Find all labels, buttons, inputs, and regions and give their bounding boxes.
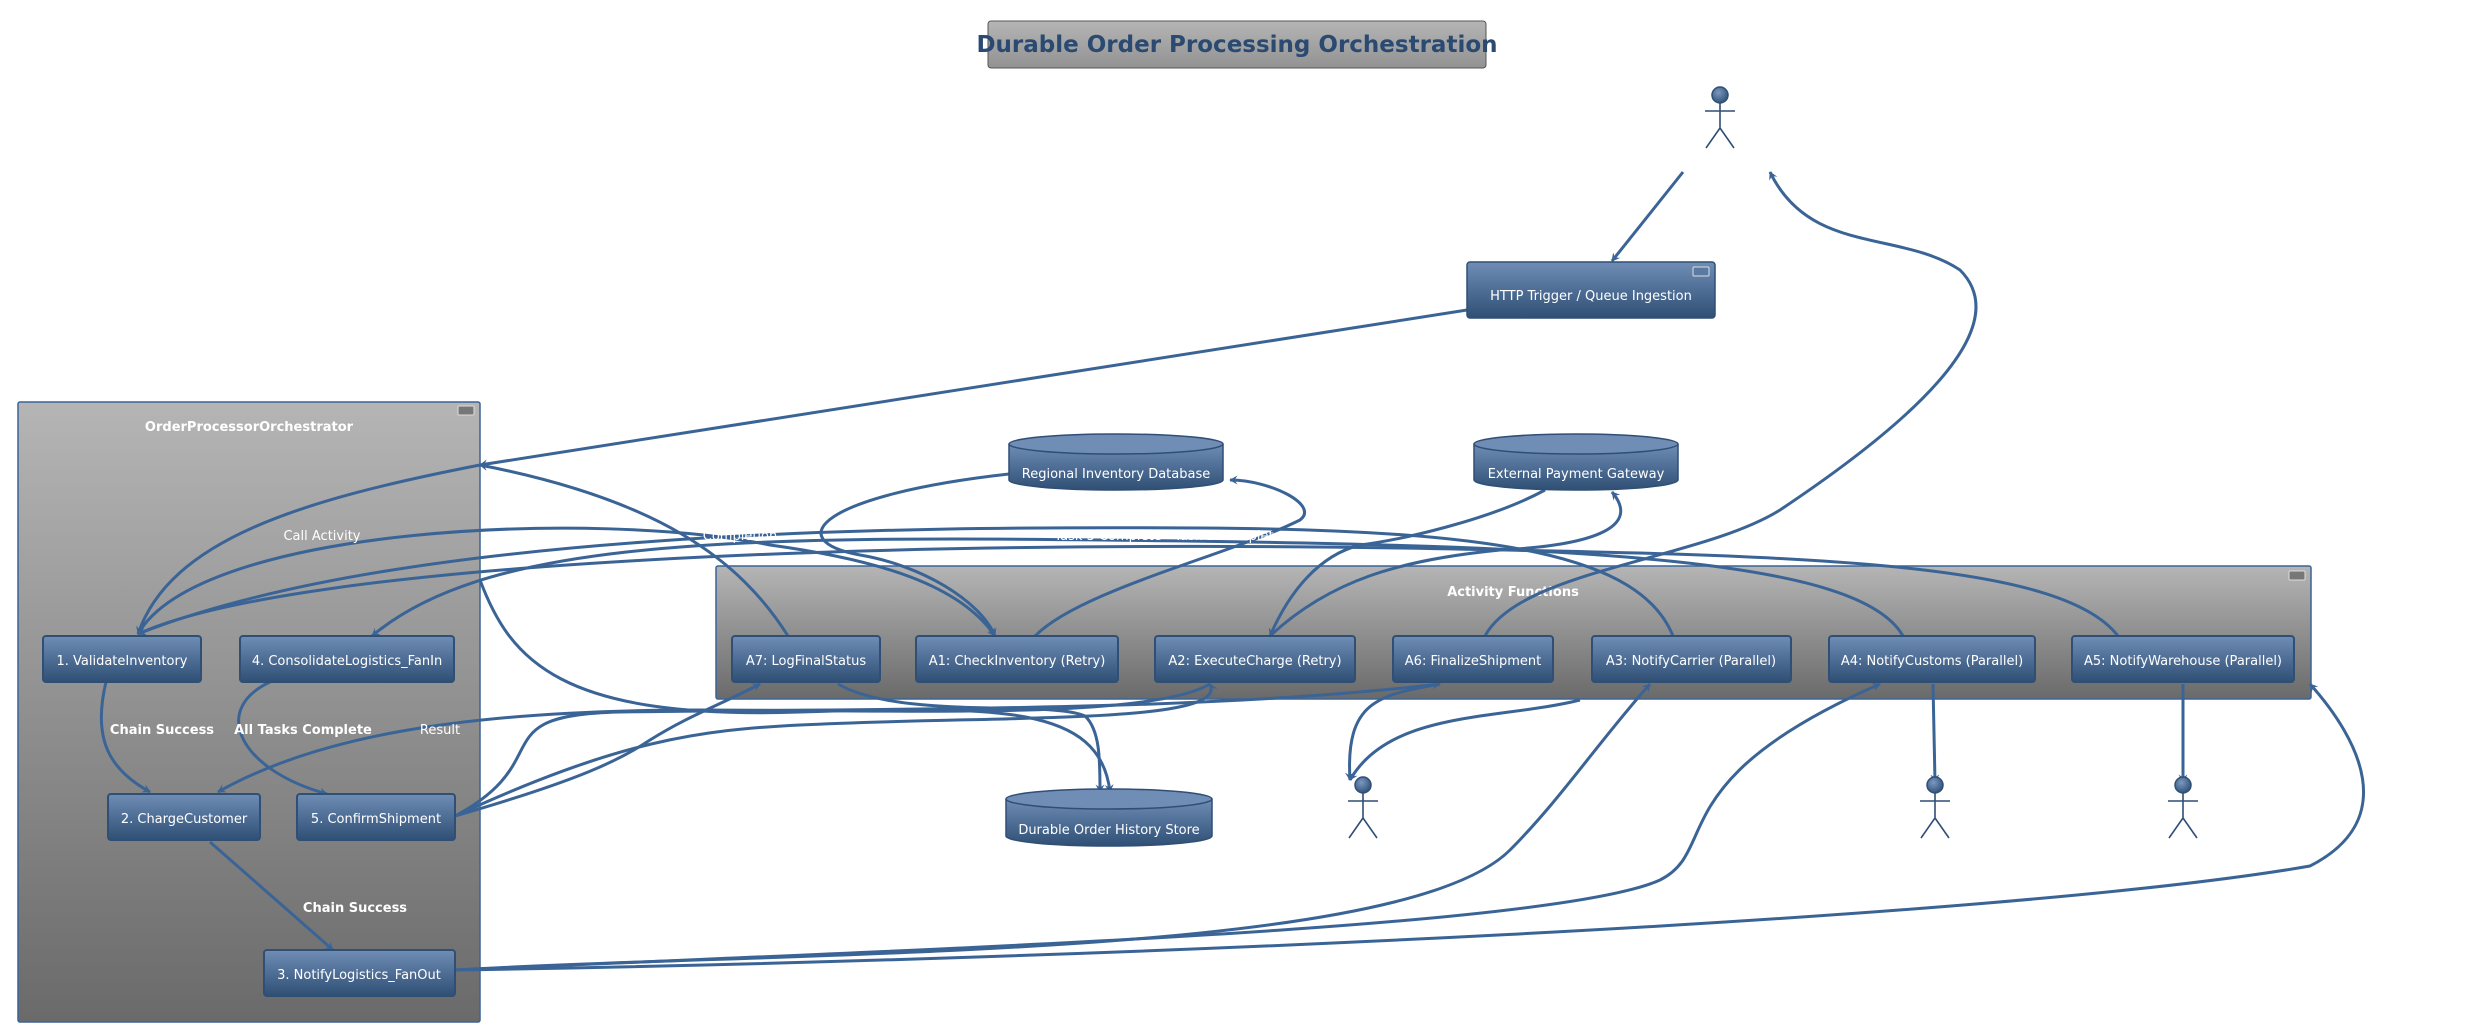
diagram-title-text: Durable Order Processing Orchestration [976,32,1497,58]
edge-label-chain-success-2: Chain Success [303,901,407,916]
edge-orchestrator-to-validate [136,463,481,635]
step-charge-customer: 2. ChargeCustomer [121,812,248,827]
step-notify-logistics: 3. NotifyLogistics_FanOut [277,968,441,983]
edge-a7-to-history [837,682,1105,793]
edge-label-result: Result [420,723,460,738]
component-icon [1692,266,1710,277]
edge-a3-to-carrier-actor [1348,698,1581,781]
edge-notify-to-a5 [454,683,2365,972]
edge-a1-to-inventory-db [1033,475,1306,638]
activity-a1: A1: CheckInventory (Retry) [915,635,1119,683]
activity-a3: A3: NotifyCarrier (Parallel) [1591,635,1792,683]
inventory-database: Regional Inventory Database [1008,433,1224,491]
edge-confirm-to-a7 [454,682,761,818]
edge-a6-to-actor [1483,171,1978,637]
actor-carrier [1348,776,1378,839]
activity-execute-charge: A2: ExecuteCharge (Retry) [1168,654,1341,669]
activity-a7: A7: LogFinalStatus [731,635,881,683]
edges [99,171,2365,972]
edge-label-task2: Task 2 Complete [1173,529,1281,544]
activity-notify-carrier: A3: NotifyCarrier (Parallel) [1606,654,1776,669]
edge-a3-to-validate [137,526,1675,637]
activity-finalize-shipment: A6: FinalizeShipment [1405,654,1541,669]
edge-validate-to-charge [99,681,151,794]
edge-label-call-activity: Call Activity [283,529,360,544]
orchestrator-step-4: 4. ConsolidateLogistics_FanIn [239,635,455,683]
activity-a6: A6: FinalizeShipment [1392,635,1554,683]
edge-a6-to-carrier-actor [1345,682,1441,781]
payment-gateway: External Payment Gateway [1473,433,1679,491]
activity-log-final-status: A7: LogFinalStatus [746,654,867,669]
step-consolidate-logistics: 4. ConsolidateLogistics_FanIn [252,654,442,669]
edge-a5-to-validate [137,544,2120,637]
edge-a4-to-actor [1930,683,1940,783]
trigger-node: HTTP Trigger / Queue Ingestion [1466,261,1716,319]
activity-check-inventory: A1: CheckInventory (Retry) [929,654,1106,669]
orchestrator-step-3: 3. NotifyLogistics_FanOut [263,949,456,997]
edge-label-completion: Completion [703,529,777,544]
edge-labels: Call Activity Completion Task 3 Complete… [110,529,1282,916]
actor-customer [1705,86,1735,149]
inventory-db-label: Regional Inventory Database [1022,467,1210,482]
orchestrator-step-1: 1. ValidateInventory [42,635,202,683]
edge-label-all-tasks-complete: All Tasks Complete [234,723,372,738]
edge-confirm-to-a6 [454,680,1441,818]
activity-notify-warehouse: A5: NotifyWarehouse (Parallel) [2084,654,2282,669]
orchestrator-group: OrderProcessorOrchestrator [17,401,481,1023]
edge-consolidate-to-confirm [237,680,328,797]
orchestrator-title: OrderProcessorOrchestrator [145,420,354,435]
component-icon [457,405,475,416]
edge-trigger-to-orchestrator [479,308,1468,469]
step-validate-inventory: 1. ValidateInventory [56,654,187,669]
activity-a2: A2: ExecuteCharge (Retry) [1154,635,1356,683]
edge-charge-to-notify [209,840,334,952]
orchestrator-step-5: 5. ConfirmShipment [296,793,456,841]
step-confirm-shipment: 5. ConfirmShipment [311,812,441,827]
edge-label-chain-success-1: Chain Success [110,723,214,738]
history-store: Durable Order History Store [1005,788,1213,847]
activities-title: Activity Functions [1447,585,1579,600]
history-store-label: Durable Order History Store [1018,823,1199,838]
edge-notify-to-a4 [454,682,1881,972]
trigger-label: HTTP Trigger / Queue Ingestion [1490,289,1692,304]
edge-confirm-to-a2 [454,683,1218,818]
activity-a4: A4: NotifyCustoms (Parallel) [1828,635,2036,683]
diagram-title: Durable Order Processing Orchestration [976,20,1498,69]
actor-warehouse [2168,776,2198,839]
activity-notify-customs: A4: NotifyCustoms (Parallel) [1841,654,2023,669]
activity-a5: A5: NotifyWarehouse (Parallel) [2071,635,2295,683]
orchestrator-step-2: 2. ChargeCustomer [107,793,261,841]
edge-label-task3: Task 3 Complete [1053,529,1161,544]
edge-a7-to-orchestrator [479,462,790,637]
component-icon [2288,570,2306,581]
actor-customs [1920,776,1950,839]
edge-actor-to-trigger [1610,171,1685,262]
payment-gateway-label: External Payment Gateway [1488,467,1665,482]
